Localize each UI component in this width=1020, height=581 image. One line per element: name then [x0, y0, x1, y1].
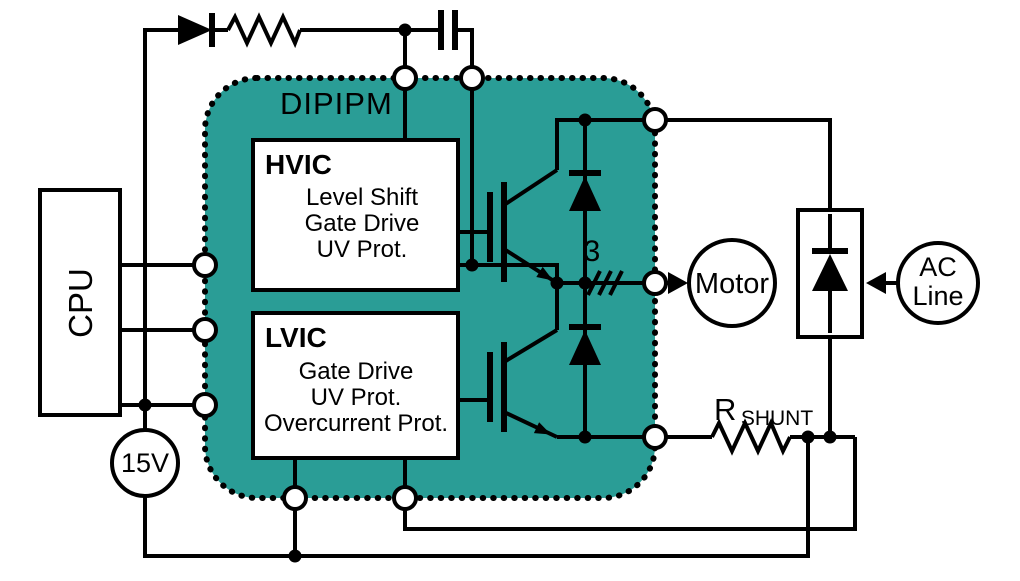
lvic-box [251, 311, 460, 460]
motor-label: Motor [695, 268, 769, 300]
lvic-title: LVIC [265, 322, 327, 353]
diode-lower-icon [569, 324, 601, 365]
terminal-output [642, 270, 668, 296]
ac-line-circle [896, 241, 980, 325]
shunt-label-main: R [714, 392, 736, 427]
phase-slash-marks [586, 270, 624, 296]
terminal-vb [392, 65, 418, 91]
wiring [120, 28, 898, 558]
wire-b2-sense-loop [403, 437, 857, 531]
terminal-p [642, 107, 668, 133]
lvic-line-3: Overcurrent Prot. [264, 410, 448, 437]
wire-cap-to-t2 [455, 28, 474, 67]
wire-r1-to-rectifier [666, 118, 832, 210]
supply-15v-circle [110, 428, 180, 498]
rectifier-diode-icon [812, 214, 848, 333]
bootstrap-capacitor-icon [438, 10, 458, 50]
igbt-lower-icon [487, 328, 559, 439]
junction-dots [138, 23, 837, 563]
wire-bootstrap-left [143, 28, 178, 405]
terminal-bottom-1 [282, 485, 308, 511]
terminal-input-1 [192, 252, 218, 278]
motor-arrow-icon [668, 272, 688, 294]
terminal-n [642, 424, 668, 450]
dipipm-label: DIPIPM [280, 86, 393, 121]
hvic-box [251, 138, 460, 292]
ac-input-arrow-icon [866, 272, 886, 294]
igbt-upper-icon [487, 168, 559, 285]
hvic-line-2: Gate Drive [305, 210, 420, 237]
lvic-line-1: Gate Drive [299, 358, 414, 385]
wire-ground-return [143, 437, 810, 558]
phase-count-label: 3 [584, 235, 601, 268]
hvic-line-3: UV Prot. [317, 236, 408, 263]
terminal-input-3 [192, 392, 218, 418]
module-terminals [192, 65, 668, 511]
bootstrap-resistor-icon [226, 12, 302, 49]
supply-15v-label: 15V [121, 448, 169, 478]
terminal-vs-top [459, 65, 485, 91]
cpu-label: CPU [62, 268, 99, 338]
ac-line-label-2: Line [912, 281, 963, 311]
bootstrap-diode-icon [178, 13, 215, 47]
cpu-box [38, 188, 122, 417]
lvic-line-2: UV Prot. [311, 384, 402, 411]
hvic-line-1: Level Shift [306, 184, 418, 211]
motor-circle [687, 238, 777, 328]
shunt-resistor-icon [710, 418, 792, 456]
shunt-label: R SHUNT [714, 392, 813, 430]
ac-line-label-1: AC [919, 252, 957, 282]
terminal-input-2 [192, 317, 218, 343]
wire-top-rail [555, 118, 644, 170]
diode-upper-icon [569, 170, 601, 211]
terminal-bottom-2 [392, 485, 418, 511]
hvic-title: HVIC [265, 149, 332, 180]
shunt-label-sub: SHUNT [741, 407, 814, 430]
